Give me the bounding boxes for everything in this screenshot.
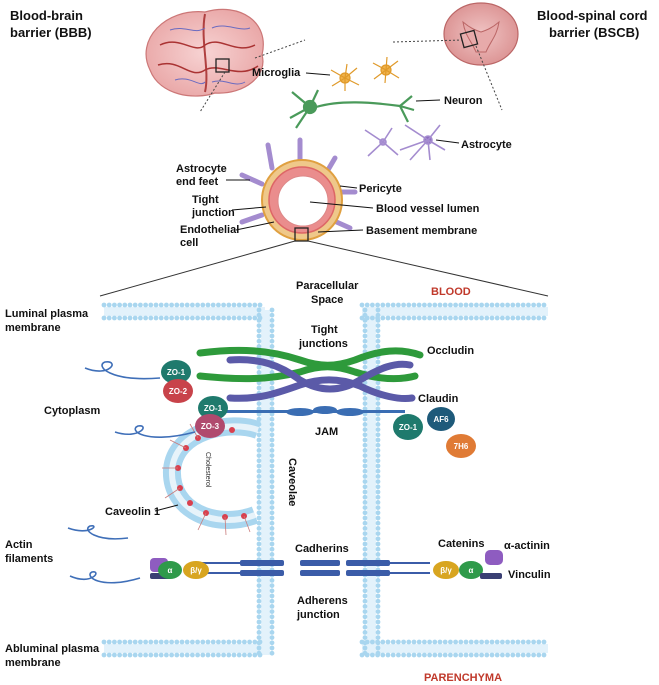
zo2-label: ZO-2 <box>169 387 188 396</box>
neuron-arrow <box>415 99 441 102</box>
beta-gamma-label-left: β/γ <box>190 566 202 575</box>
catenins-label: Catenins <box>438 538 484 550</box>
actin-label-line2: filaments <box>5 553 53 565</box>
adherens-complex-left: α β/γ <box>150 558 209 579</box>
neuron-label: Neuron <box>444 95 483 107</box>
zoom-connectors-bottom <box>99 240 549 297</box>
beta-gamma-label-right: β/γ <box>440 566 452 575</box>
microglia-arrow <box>305 72 331 76</box>
astrocyte-label: Astrocyte <box>461 139 512 151</box>
abluminal-membrane-label-line2: membrane <box>5 657 61 669</box>
endothelial-label-line1: Endothelial <box>180 224 239 236</box>
spinal-cord-illustration <box>443 2 519 66</box>
cytoplasm-label: Cytoplasm <box>44 405 100 417</box>
lumen-label: Blood vessel lumen <box>376 203 480 215</box>
paracellular-label-line1: Paracellular <box>296 280 359 292</box>
zo1-label-top: ZO-1 <box>167 368 186 377</box>
luminal-membrane-label-line2: membrane <box>5 322 61 334</box>
lipid-bilayer-membranes <box>101 302 548 658</box>
af6-protein: AF6 <box>427 407 455 431</box>
endothelial-label-line2: cell <box>180 237 198 249</box>
cadherin-protein <box>240 560 390 576</box>
cholesterol-label: Cholesterol <box>204 452 211 488</box>
parenchyma-label: PARENCHYMA <box>424 672 502 684</box>
caveolae-label: Caveolae <box>286 458 298 506</box>
bscb-title-line2: barrier (BSCB) <box>549 25 639 40</box>
astrocyte-end-feet-label-line2: end feet <box>176 176 219 188</box>
tight-junction-label-line1: Tight <box>192 194 219 206</box>
blood-vessel-cross-section <box>239 137 358 242</box>
adherens-label-line1: Adherens <box>297 595 348 607</box>
occludin-label: Occludin <box>427 345 474 357</box>
luminal-membrane-label-line1: Luminal plasma <box>5 308 89 320</box>
microglia-cells <box>330 56 400 91</box>
basement-arrow <box>317 229 364 233</box>
bbb-title-line2: barrier (BBB) <box>10 25 92 40</box>
tight-junctions-label-line2: junctions <box>298 338 348 350</box>
zo3-label: ZO-3 <box>201 422 220 431</box>
alpha-label-left: α <box>168 566 173 575</box>
actin-label-line1: Actin <box>5 539 33 551</box>
bscb-title-line1: Blood-spinal cord <box>537 8 648 23</box>
h76-label: 7H6 <box>454 442 469 451</box>
astrocyte-arrow <box>435 139 460 144</box>
af6-label: AF6 <box>433 415 449 424</box>
tight-junctions-label-line1: Tight <box>311 324 338 336</box>
h76-protein: 7H6 <box>446 434 476 458</box>
claudin-protein <box>226 356 416 402</box>
pericyte-label: Pericyte <box>359 183 402 195</box>
zo1-protein-right: ZO-1 <box>393 414 423 440</box>
endothelial-arrow <box>235 221 275 231</box>
zo2-protein: ZO-2 <box>163 379 193 403</box>
alpha-label-right: α <box>469 566 474 575</box>
lumen-arrow <box>309 201 374 209</box>
astrocyte-end-feet-label-line1: Astrocyte <box>176 163 227 175</box>
vinculin-label: Vinculin <box>508 569 551 581</box>
microglia-label: Microglia <box>252 67 301 79</box>
zo3-protein: ZO-3 <box>195 414 225 438</box>
basement-membrane-label: Basement membrane <box>366 225 477 237</box>
brain-illustration <box>145 8 264 97</box>
astrocyte-cell <box>364 124 446 161</box>
claudin-label: Claudin <box>418 393 459 405</box>
caveolin-label: Caveolin 1 <box>105 506 160 518</box>
neuron-cell <box>289 89 415 129</box>
alpha-actinin-label: α-actinin <box>504 540 550 552</box>
caveolae-vesicle: Cholesterol <box>162 417 262 536</box>
tight-junction-arrow <box>231 206 267 211</box>
actin-filaments <box>67 361 196 584</box>
tight-junction-label-line2: junction <box>191 207 235 219</box>
zo1-label-right: ZO-1 <box>399 423 418 432</box>
pericyte-arrow <box>339 185 358 189</box>
cadherins-label: Cadherins <box>295 543 349 555</box>
zo1-protein-top: ZO-1 <box>161 360 191 384</box>
jam-label: JAM <box>315 426 338 438</box>
jam-protein <box>205 406 405 416</box>
bbb-title-line1: Blood-brain <box>10 8 83 23</box>
zo1-protein-mid: ZO-1 <box>198 396 228 420</box>
adherens-complex-right: β/γ α <box>433 550 503 579</box>
abluminal-membrane-label-line1: Abluminal plasma <box>5 643 100 655</box>
paracellular-label-line2: Space <box>311 294 343 306</box>
blood-label: BLOOD <box>431 286 471 298</box>
zoom-connectors-top <box>199 39 503 113</box>
occludin-protein <box>196 346 424 383</box>
caveolin-arrow <box>154 504 179 512</box>
zo1-label-mid: ZO-1 <box>204 404 223 413</box>
adherens-label-line2: junction <box>296 609 340 621</box>
